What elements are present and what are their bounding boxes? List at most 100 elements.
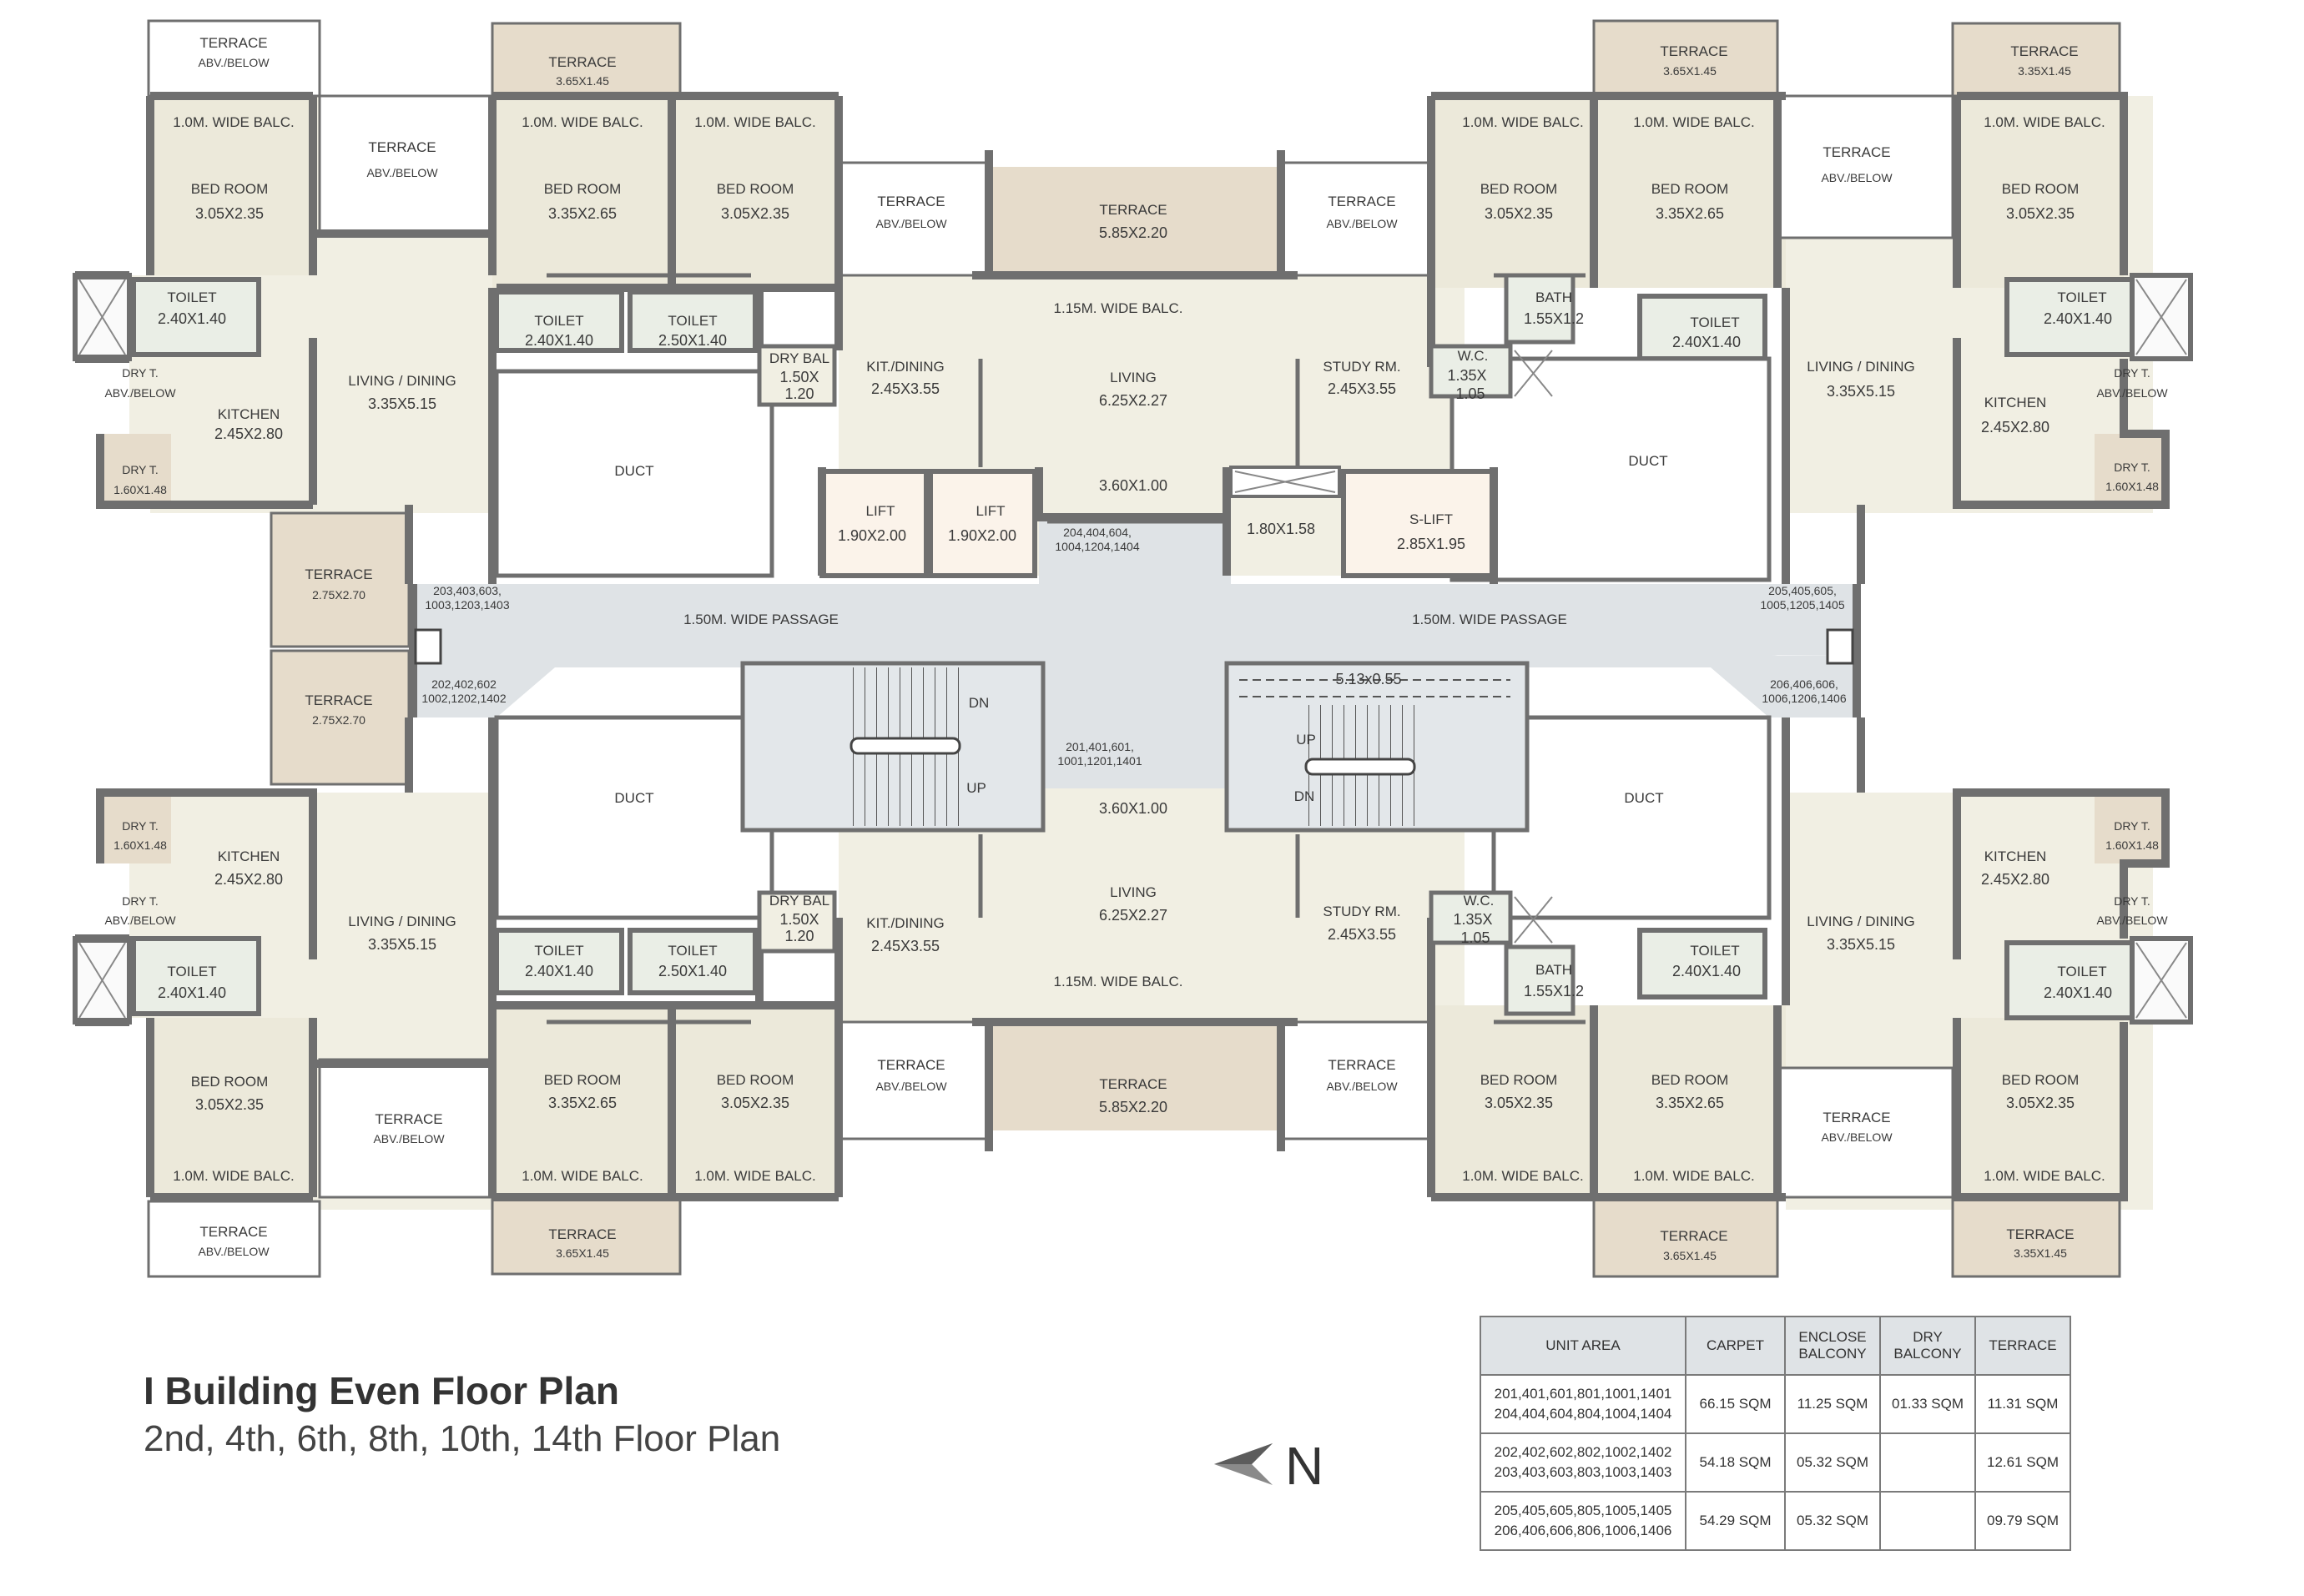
terrace-label: TERRACE [368,139,436,155]
bedroom-dim: 3.05X2.35 [2006,205,2075,222]
terrace [989,167,1281,275]
balcony-label: 1.15M. WIDE BALC. [1054,974,1183,989]
staircase-right [1224,661,1530,833]
terrace-dim: 3.65X1.45 [1663,1249,1717,1262]
living-dining-dim: 3.35X5.15 [1827,383,1895,400]
terrace [1592,1196,1779,1278]
terrace-label: TERRACE [1099,202,1167,218]
stair-dn-label: DN [969,695,990,711]
wc-dim: 1.35X [1453,911,1492,928]
terrace-sub-label: ABV./BELOW [875,217,947,230]
toilet-floor [131,936,261,1016]
terrace-sub-label: ABV./BELOW [198,1245,270,1258]
north-label: N [1285,1436,1324,1496]
balcony-label: 1.0M. WIDE BALC. [1984,1168,2105,1184]
wc-dim: 1.35X [1447,367,1486,384]
unit-numbers: 206,406,606,806,1006,1406 [1494,1523,1672,1538]
bedroom-label: BED ROOM [1651,181,1729,197]
duct [494,715,774,920]
drying-area [2095,793,2165,863]
living-dining-label: LIVING / DINING [1807,359,1914,375]
terrace-cell: 11.31 SQM [1974,1374,2071,1434]
dry-bal-dim: 1.20 [784,385,814,402]
unit-numbers: 205,405,605,1005,1205,1405 [1760,584,1844,612]
unit-numbers: 203,403,603,1003,1203,1403 [425,584,509,612]
living-dim: 6.25X2.27 [1099,392,1167,409]
terrace-sub-label: ABV./BELOW [366,166,438,179]
terrace [270,511,411,648]
living-dining-dim: 3.35X5.15 [1827,936,1895,953]
duct-label: DUCT [614,790,653,806]
bedroom-label: BED ROOM [1480,181,1558,197]
unit-numbers-cell: 205,405,605,805,1005,1405 206,406,606,80… [1480,1491,1686,1551]
bedroom-dim: 3.35X2.65 [548,205,617,222]
toilet-dim: 2.40X1.40 [525,963,593,979]
bedroom-label: BED ROOM [717,1072,794,1088]
unit-area-table: UNIT AREA CARPET ENCLOSE BALCONY DRY BAL… [1480,1316,2071,1551]
unit-numbers: 203,403,603,803,1003,1403 [1494,1464,1672,1480]
passage-label: 1.50M. WIDE PASSAGE [683,612,839,627]
terrace [318,94,492,235]
service-lift-dim: 2.85X1.95 [1397,536,1465,552]
passage [413,584,1857,667]
balcony-label: 1.0M. WIDE BALC. [173,114,294,130]
carpet-cell: 66.15 SQM [1685,1374,1786,1434]
living-dining-label: LIVING / DINING [348,914,456,929]
kitchen-label: KITCHEN [218,406,280,422]
bath-label: BATH [1535,962,1572,978]
balcony-label: 1.15M. WIDE BALC. [1054,300,1183,316]
terrace-sub-label: ABV./BELOW [198,56,270,69]
kit-dining-label: KIT./DINING [866,359,945,375]
room-floor [1431,96,1786,288]
toilet-label: TOILET [668,943,717,959]
bedroom-floor [1957,96,2124,288]
bedroom-floor [492,96,672,288]
carpet-cell: 54.29 SQM [1685,1491,1786,1551]
balcony-label: 1.0M. WIDE BALC. [1462,1168,1583,1184]
terrace [147,19,321,98]
unit-numbers: 206,406,606,1006,1206,1406 [1762,677,1846,705]
kitchen-dim: 2.45X2.80 [1981,419,2049,436]
terrace-dim: 3.65X1.45 [1663,64,1717,78]
study-label: STUDY RM. [1323,904,1400,919]
passage-core [1039,667,1231,788]
terrace-label: TERRACE [877,1057,945,1073]
toilet-floor [494,928,624,995]
carpet-cell: 54.18 SQM [1685,1432,1786,1493]
dry-t-label: DRY T. [2114,461,2150,474]
terrace-dim: 3.65X1.45 [556,74,609,88]
wc-label: W.C. [1458,348,1489,364]
balcony-label: 1.0M. WIDE BALC. [1633,114,1754,130]
toilet-dim: 2.50X1.40 [658,963,727,979]
terrace-sub-label: ABV./BELOW [875,1080,947,1093]
dry-bal-dim: 1.20 [784,928,814,944]
terrace-label: TERRACE [1328,194,1395,209]
kitchen-dim: 2.45X2.80 [214,871,283,888]
toilet-dim: 2.40X1.40 [1672,334,1741,350]
dry-balcony-cell [1879,1432,1976,1493]
terrace [1776,94,1954,239]
duct-label: DUCT [1628,453,1667,469]
bedroom-label: BED ROOM [1651,1072,1729,1088]
living-dining-dim: 3.35X5.15 [368,936,436,953]
toilet-dim: 2.40X1.40 [158,310,226,327]
stair-up-label: UP [1296,732,1316,748]
dry-t-label: DRY T. [2114,366,2150,380]
terrace-label: TERRACE [877,194,945,209]
toilet-floor [131,277,261,357]
balcony-label: 1.0M. WIDE BALC. [522,1168,643,1184]
toilet-label: TOILET [2057,964,2106,979]
terrace-dim: 5.85X2.20 [1099,1099,1167,1115]
table-row: 202,402,602,802,1002,1402 203,403,603,80… [1480,1432,2071,1493]
toilet-dim: 2.40X1.40 [1672,963,1741,979]
unit-numbers: 201,401,601,801,1001,1401 [1494,1386,1672,1402]
dry-t-sub: ABV./BELOW [104,914,176,927]
duct-label: DUCT [1624,790,1663,806]
terrace-label: TERRACE [1099,1076,1167,1092]
terrace [1951,22,2121,98]
staircase-left [740,661,1046,833]
terrace-dim: 3.35X1.45 [2014,1246,2067,1260]
bedroom-label: BED ROOM [191,181,269,197]
terrace-label: TERRACE [199,1224,267,1240]
